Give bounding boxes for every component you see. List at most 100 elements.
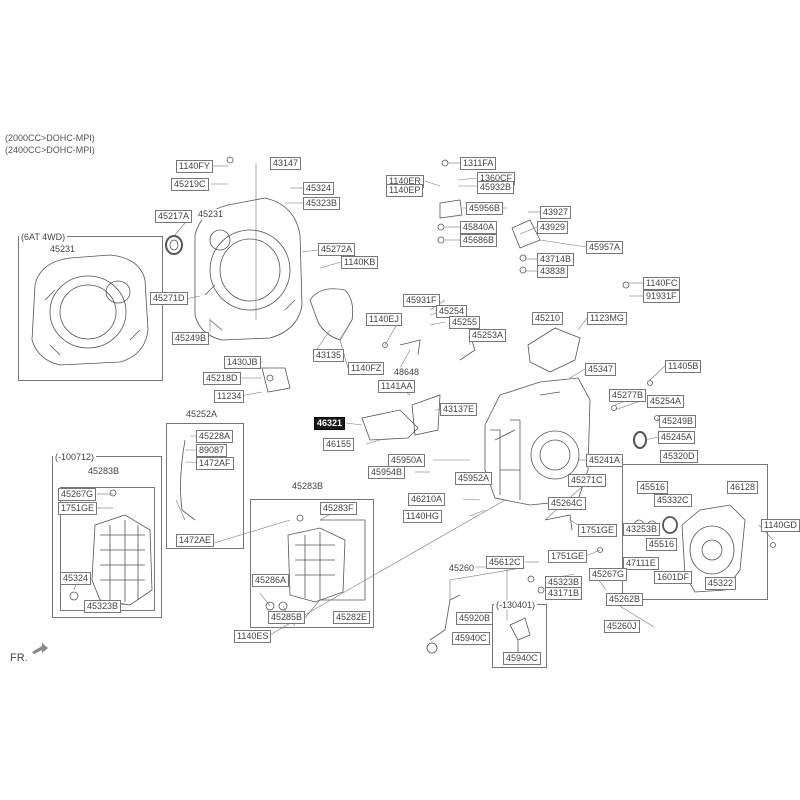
part-label-45516-a[interactable]: 45516 [637, 481, 669, 494]
part-label-45952a[interactable]: 45952A [455, 472, 493, 485]
part-label-45286a[interactable]: 45286A [252, 574, 290, 587]
part-label-45219c[interactable]: 45219C [171, 178, 209, 191]
part-label-11405b[interactable]: 11405B [665, 360, 702, 373]
part-label-1601df[interactable]: 1601DF [654, 571, 693, 584]
part-label-1430jb[interactable]: 1430JB [224, 356, 261, 369]
part-label-45516-b[interactable]: 45516 [646, 538, 678, 551]
part-label-45950a[interactable]: 45950A [388, 454, 426, 467]
part-label-45231[interactable]: 45231 [198, 209, 224, 220]
part-label-45264c[interactable]: 45264C [548, 497, 586, 510]
part-label-1140fz[interactable]: 1140FZ [348, 362, 385, 375]
sensor-45218d-drawing [261, 367, 291, 393]
part-label-45940c-b[interactable]: 45940C [503, 652, 541, 665]
part-label-45249b-right[interactable]: 45249B [659, 415, 697, 428]
part-label-45271c[interactable]: 45271C [568, 474, 606, 487]
part-label-46321-highlighted[interactable]: 46321 [314, 417, 346, 430]
part-label-45210[interactable]: 45210 [532, 312, 564, 325]
part-label-45347[interactable]: 45347 [585, 363, 617, 376]
part-label-45218d[interactable]: 45218D [203, 372, 241, 385]
part-label-45253a[interactable]: 45253A [469, 329, 507, 342]
awd-group-box [18, 236, 163, 381]
part-label-43135[interactable]: 43135 [313, 349, 345, 362]
part-label-1751ge-right-2[interactable]: 1751GE [548, 550, 588, 563]
part-label-43838[interactable]: 43838 [537, 265, 569, 278]
part-label-1141aa[interactable]: 1141AA [378, 380, 416, 393]
early-valve-body-drawing [91, 514, 153, 606]
part-label-45332c[interactable]: 45332C [654, 494, 692, 507]
part-label-1140es[interactable]: 1140ES [234, 630, 272, 643]
part-label-43253b[interactable]: 43253B [623, 523, 661, 536]
part-label-1140ej[interactable]: 1140EJ [366, 313, 402, 326]
part-label-43171b[interactable]: 43171B [545, 587, 583, 600]
part-label-1140gd[interactable]: 1140GD [761, 519, 800, 532]
seal-45217a-drawing [165, 235, 183, 255]
part-label-45271d[interactable]: 45271D [150, 292, 188, 305]
part-label-45249b[interactable]: 45249B [172, 332, 210, 345]
part-label-45323b[interactable]: 45323B [303, 197, 341, 210]
part-label-45272a[interactable]: 45272A [318, 243, 356, 256]
part-label-1140fc[interactable]: 1140FC [643, 277, 681, 290]
part-label-45283b[interactable]: 45283B [88, 466, 120, 477]
part-label-45324-early[interactable]: 45324 [60, 572, 92, 585]
part-label-45686b[interactable]: 45686B [460, 234, 498, 247]
part-label-45255[interactable]: 45255 [449, 316, 481, 329]
part-label-45920b[interactable]: 45920B [456, 612, 494, 625]
part-label-45324[interactable]: 45324 [303, 182, 335, 195]
part-label-45322[interactable]: 45322 [705, 577, 737, 590]
part-label-46128[interactable]: 46128 [727, 481, 759, 494]
part-label-1140fy[interactable]: 1140FY [176, 160, 213, 173]
part-label-45283b-pan[interactable]: 45283B [292, 481, 324, 492]
part-label-89087[interactable]: 89087 [196, 444, 228, 457]
part-label-45245a[interactable]: 45245A [658, 431, 696, 444]
part-label-45940c-a[interactable]: 45940C [452, 632, 490, 645]
part-label-43137e[interactable]: 43137E [440, 403, 478, 416]
part-label-45612c[interactable]: 45612C [486, 556, 524, 569]
part-label-45320d[interactable]: 45320D [660, 450, 698, 463]
part-label-1140hg[interactable]: 1140HG [403, 510, 442, 523]
part-label-45260[interactable]: 45260 [449, 563, 475, 574]
part-label-45252a[interactable]: 45252A [186, 409, 218, 420]
part-label-45956b[interactable]: 45956B [466, 202, 504, 215]
part-label-45323b-early[interactable]: 45323B [84, 600, 122, 613]
part-label-1751ge-right[interactable]: 1751GE [578, 524, 618, 537]
part-label-45931f[interactable]: 45931F [403, 294, 440, 307]
awd-group-title: (6AT 4WD) [19, 232, 68, 242]
part-label-47111e[interactable]: 47111E [623, 557, 659, 570]
part-label-1140ep[interactable]: 1140EP [386, 184, 424, 197]
part-label-1751ge[interactable]: 1751GE [58, 502, 98, 515]
part-label-45954b[interactable]: 45954B [368, 466, 406, 479]
part-label-1472ae[interactable]: 1472AE [176, 534, 215, 547]
part-label-45254a[interactable]: 45254A [647, 395, 685, 408]
part-label-46210a[interactable]: 46210A [408, 493, 446, 506]
part-label-45282e[interactable]: 45282E [333, 611, 371, 624]
part-label-45217a[interactable]: 45217A [155, 210, 193, 223]
part-label-1140kb[interactable]: 1140KB [341, 256, 379, 269]
part-label-45267g[interactable]: 45267G [58, 488, 97, 501]
part-label-45231-awd[interactable]: 45231 [50, 244, 76, 255]
part-label-45277b[interactable]: 45277B [609, 389, 647, 402]
part-label-91931f[interactable]: 91931F [643, 290, 680, 303]
part-label-46155[interactable]: 46155 [323, 438, 355, 451]
part-label-45840a[interactable]: 45840A [460, 221, 498, 234]
part-label-45262b[interactable]: 45262B [606, 593, 644, 606]
part-label-1311fa[interactable]: 1311FA [460, 157, 497, 170]
part-label-45260j[interactable]: 45260J [604, 620, 640, 633]
front-orientation-label: FR. [10, 652, 28, 664]
part-label-43927[interactable]: 43927 [540, 206, 572, 219]
part-label-1123mg[interactable]: 1123MG [587, 312, 627, 325]
part-label-45957a[interactable]: 45957A [586, 241, 624, 254]
part-label-11234[interactable]: 11234 [214, 390, 245, 403]
part-label-45283f[interactable]: 45283F [320, 502, 357, 515]
part-label-43147[interactable]: 43147 [270, 157, 302, 170]
engine-variant-1: (2000CC>DOHC-MPI) [5, 133, 95, 143]
part-label-45932b[interactable]: 45932B [477, 181, 515, 194]
part-label-45241a[interactable]: 45241A [586, 454, 624, 467]
front-arrow-icon [32, 643, 48, 654]
oil-pan-drawing [287, 527, 346, 603]
part-label-1472af[interactable]: 1472AF [196, 457, 234, 470]
part-label-43929[interactable]: 43929 [537, 221, 569, 234]
part-label-45228a[interactable]: 45228A [196, 430, 234, 443]
part-label-48648[interactable]: 48648 [394, 367, 420, 378]
part-label-45285b[interactable]: 45285B [268, 611, 306, 624]
part-label-45267g-mid[interactable]: 45267G [589, 568, 628, 581]
